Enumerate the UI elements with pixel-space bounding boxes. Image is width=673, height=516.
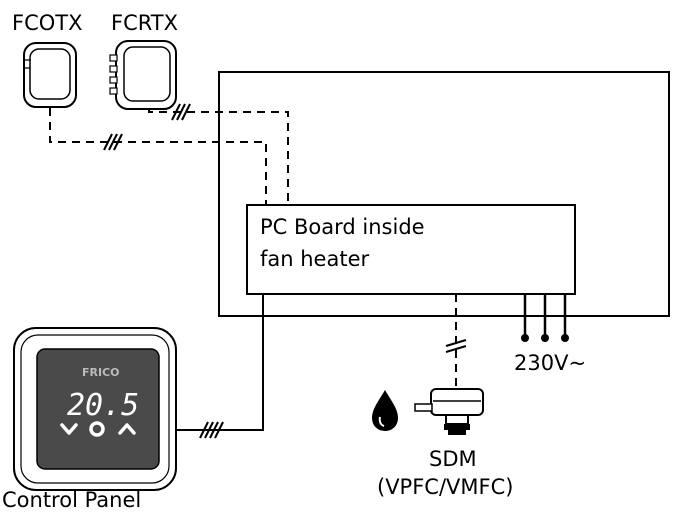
fcrtx-device bbox=[109, 40, 177, 110]
sdm-cable-wire-marker bbox=[445, 339, 467, 353]
fcrtx-label: FCRTX bbox=[111, 11, 178, 35]
control-panel-label: Control Panel bbox=[2, 488, 141, 512]
sdm-models-label: (VPFC/VMFC) bbox=[377, 475, 513, 499]
chevron-down-icon bbox=[60, 423, 78, 435]
fan-heater-housing bbox=[218, 71, 670, 317]
fcotx-device bbox=[23, 42, 77, 108]
pc-board bbox=[246, 204, 576, 295]
control-panel-cable-wire-marker bbox=[199, 421, 224, 439]
sdm-label: SDM bbox=[429, 447, 477, 471]
chevron-up-icon bbox=[118, 423, 136, 435]
fcotx-label: FCOTX bbox=[12, 11, 83, 35]
voltage-label: 230V~ bbox=[514, 351, 586, 375]
fcrtx-cable bbox=[148, 108, 289, 205]
sdm-sensor-icon bbox=[414, 388, 484, 435]
fcotx-cable-wire-marker bbox=[103, 133, 123, 151]
power-terminals bbox=[523, 294, 567, 337]
pc-board-label-line1: PC Board inside bbox=[260, 215, 425, 239]
water-drop-icon bbox=[372, 390, 398, 431]
circle-button-icon bbox=[89, 421, 105, 437]
control-panel-buttons bbox=[60, 421, 136, 437]
pc-board-label-line2: fan heater bbox=[260, 247, 369, 271]
fcrtx-cable-wire-marker bbox=[171, 103, 191, 121]
control-panel-brand: FRICO bbox=[82, 366, 120, 379]
control-panel-device bbox=[13, 327, 177, 491]
fcotx-cable bbox=[49, 108, 267, 205]
control-panel-temperature: 20.5 bbox=[67, 388, 139, 423]
